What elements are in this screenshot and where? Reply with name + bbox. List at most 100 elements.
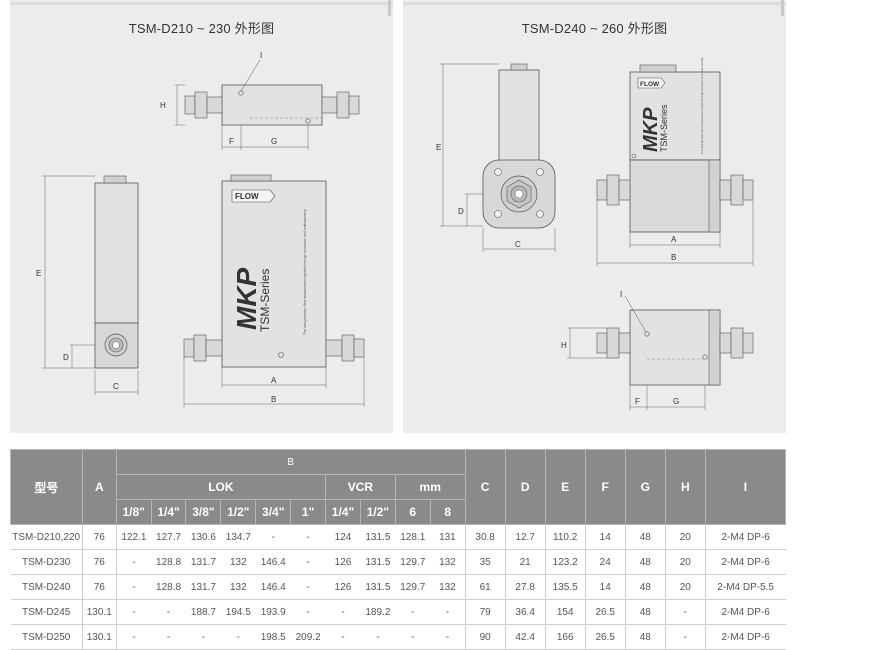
front-view bbox=[183, 174, 365, 407]
dim-label-b: B bbox=[671, 253, 676, 262]
dim-label-i: I bbox=[620, 290, 622, 299]
col-sub-header: 1/8" bbox=[115, 499, 152, 525]
dim-label-a: A bbox=[671, 235, 677, 244]
header-row-3: 1/8" 1/4" 3/8" 1/2" 3/4" 1" 1/4" 1/2" 6 … bbox=[11, 499, 786, 525]
cell-b: - bbox=[290, 524, 326, 550]
cell-a: 76 bbox=[82, 549, 117, 575]
cell-f: 14 bbox=[585, 574, 626, 600]
cell-b: 132 bbox=[430, 549, 466, 575]
cell-b: 131.5 bbox=[360, 524, 396, 550]
col-sub-header: 1" bbox=[290, 499, 327, 525]
cell-c: 79 bbox=[465, 599, 506, 625]
col-sub-header: 1/2" bbox=[220, 499, 257, 525]
d240-260-outline-drawing: E D C bbox=[436, 57, 754, 410]
col-header-f: F bbox=[584, 449, 626, 525]
cell-b: 131.5 bbox=[360, 549, 396, 575]
cell-f: 26.5 bbox=[585, 599, 626, 625]
cell-b: 131.7 bbox=[185, 549, 221, 575]
cell-e: 135.5 bbox=[545, 574, 586, 600]
cell-b: 128.1 bbox=[395, 524, 431, 550]
dim-label-h: H bbox=[160, 101, 166, 110]
col-header-model: 型号 bbox=[10, 449, 83, 525]
cell-b: - bbox=[430, 599, 466, 625]
dim-label-c: C bbox=[515, 240, 521, 249]
side-view bbox=[440, 63, 556, 252]
cell-h: - bbox=[665, 599, 706, 625]
cell-b: - bbox=[395, 599, 431, 625]
col-header-g: G bbox=[624, 449, 666, 525]
cell-b: 126 bbox=[325, 574, 361, 600]
col-sub-header: 3/4" bbox=[255, 499, 292, 525]
cell-b: 124 bbox=[325, 524, 361, 550]
cell-b: - bbox=[290, 574, 326, 600]
cell-b: 194.5 bbox=[220, 599, 256, 625]
header-row-1: 型号 A B C D E F G H I bbox=[10, 449, 787, 525]
dim-label-g: G bbox=[271, 137, 277, 146]
table-row: TSM-D245 130.1 - - 188.7 194.5 193.9 - -… bbox=[10, 599, 786, 625]
col-group-mm: mm bbox=[394, 474, 466, 500]
col-sub-header: 3/8" bbox=[185, 499, 222, 525]
dim-label-d: D bbox=[63, 353, 69, 362]
col-group-lok: LOK bbox=[115, 474, 327, 500]
cell-i: 2-M4 DP-6 bbox=[705, 549, 786, 575]
cell-b: - bbox=[151, 599, 186, 625]
col-header-b: B bbox=[115, 449, 466, 475]
dim-label-d: D bbox=[458, 207, 464, 216]
dim-label-b: B bbox=[271, 395, 276, 404]
series-blurb-left: The ultra-precision flow measurement sys… bbox=[303, 209, 307, 335]
dimension-spec-table: 型号 A B C D E F G H I LOK VCR mm 1/8" 1/4… bbox=[10, 449, 787, 650]
cell-a: 76 bbox=[82, 574, 117, 600]
cell-g: 48 bbox=[625, 549, 666, 575]
cell-b: 189.2 bbox=[360, 599, 396, 625]
cell-i: 2-M4 DP-6 bbox=[705, 524, 786, 550]
cell-b: - bbox=[255, 524, 291, 550]
drawing-panel-d240-260: TSM-D240 ~ 260 外形图 bbox=[403, 0, 786, 433]
cell-h: 20 bbox=[665, 574, 706, 600]
cell-b: 146.4 bbox=[255, 549, 291, 575]
col-sub-header: 1/4" bbox=[150, 499, 187, 525]
col-header-i: I bbox=[704, 449, 787, 525]
mkp-logo-right: MKP bbox=[640, 107, 662, 152]
cell-d: 12.7 bbox=[505, 524, 546, 550]
cell-g: 48 bbox=[625, 574, 666, 600]
dim-label-a: A bbox=[271, 376, 277, 385]
table-row: TSM-D240 76 - 128.8 131.7 132 146.4 - 12… bbox=[10, 574, 786, 600]
cell-b: 126 bbox=[325, 549, 361, 575]
dim-label-e: E bbox=[436, 143, 441, 152]
cell-b: - bbox=[116, 599, 152, 625]
cell-b: 132 bbox=[220, 574, 256, 600]
cell-b: 131 bbox=[430, 524, 466, 550]
cell-b: 131.5 bbox=[360, 574, 396, 600]
col-sub-header: 6 bbox=[394, 499, 431, 525]
cell-model: TSM-D240 bbox=[10, 574, 83, 600]
cell-g: 48 bbox=[625, 524, 666, 550]
col-sub-header: 8 bbox=[429, 499, 466, 525]
cell-a: 130.1 bbox=[82, 599, 117, 625]
cell-b: 146.4 bbox=[255, 574, 291, 600]
cell-b: - bbox=[290, 599, 326, 625]
cell-e: 154 bbox=[545, 599, 586, 625]
cell-b: 188.7 bbox=[185, 599, 221, 625]
cell-h: 20 bbox=[665, 549, 706, 575]
col-sub-header: 1/2" bbox=[359, 499, 396, 525]
cell-a: 76 bbox=[82, 524, 117, 550]
series-label-right: TSM-Series bbox=[659, 104, 669, 152]
cell-b: 128.8 bbox=[151, 549, 186, 575]
dim-label-g: G bbox=[673, 397, 679, 406]
cell-model: TSM-D210,220 bbox=[10, 524, 83, 550]
cell-d: 27.8 bbox=[505, 574, 546, 600]
cell-d: 36.4 bbox=[505, 599, 546, 625]
cell-i: 2-M4 DP-6 bbox=[705, 599, 786, 625]
table-row: TSM-D210,220 76 122.1 127.7 130.6 134.7 … bbox=[10, 524, 786, 550]
top-view bbox=[567, 295, 754, 410]
cell-b: 127.7 bbox=[151, 524, 186, 550]
cell-c: 35 bbox=[465, 549, 506, 575]
dim-label-i: I bbox=[260, 51, 262, 60]
col-header-a: A bbox=[81, 449, 117, 525]
flow-label-right: FLOW bbox=[640, 81, 660, 88]
mkp-logo-left: MKP bbox=[231, 267, 262, 330]
panel-title-left: TSM-D210 ~ 230 外形图 bbox=[128, 21, 275, 36]
cell-b: 129.7 bbox=[395, 574, 431, 600]
cell-model: TSM-D230 bbox=[10, 549, 83, 575]
cell-b: 193.9 bbox=[255, 599, 291, 625]
